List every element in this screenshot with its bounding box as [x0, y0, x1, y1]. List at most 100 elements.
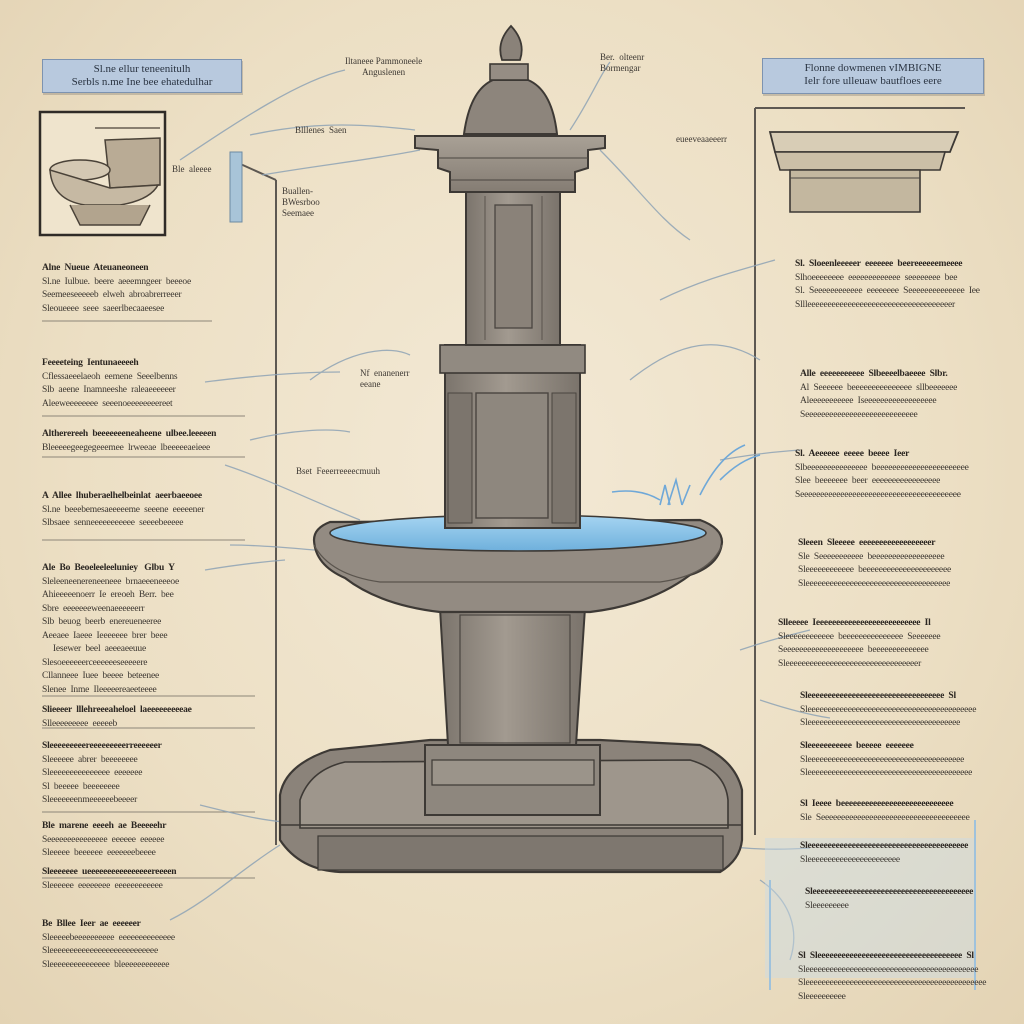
- finial: [499, 24, 523, 61]
- right-note-0: Sl. Sloeenleeeeer eeeeeee beereeeeeemeee…: [795, 258, 980, 312]
- callout-pedestal-line-2: eeane: [360, 379, 381, 389]
- callout-toilet: Ble aleeee: [172, 164, 212, 174]
- left-note-2: Altherereeh beeeeeeeneaheene ulbee.leeee…: [42, 428, 216, 455]
- right-note-3-line-2: Sleeeeeeeeeeee beeeeeeeeeeeeeeeeeeeeee: [798, 565, 951, 575]
- right-note-5-line-0: Sleeeeeeeeeeeeeeeeeeeeeeeeeeeeeeeeee Sl: [800, 691, 956, 701]
- right-note-4-line-1: Sleeeeeeeeeeee beeeeeeeeeeeeeee Seeeeeee: [778, 631, 941, 642]
- right-note-9-line-0: Sleeeeeeeeeeeeeeeeeeeeeeeeeeeeeeeeeeeeee…: [805, 887, 974, 897]
- right-note-0-line-1: Slhoeeeeeeee eeeeeeeeeeeee seeeeeeee bee: [795, 272, 958, 283]
- left-note-1-line-1: Cflessaeeelaeoh eemene Seeelbenns: [42, 371, 178, 382]
- cornice: [414, 135, 606, 193]
- right-note-4-line-3: Sleeeeeeeeeeeeeeeeeeeeeeeeeeeeeeeeer: [778, 658, 922, 669]
- left-note-8-line-1: Sleeeeee eeeeeeee eeeeeeeeeeee: [42, 880, 163, 891]
- left-note-0-line-3: Sleoueeee seee saeerlbecaaeesee: [42, 303, 165, 314]
- right-note-1: Alle eeeeeeeeeee Slbeeeelbaeeee Slbr.Al …: [800, 368, 957, 422]
- left-note-9-line-3: Sleeeeeeeeeeeeeee bleeeeeeeeeeee: [42, 959, 170, 970]
- right-note-0-line-3: Sllleeeeeeeeeeeeeeeeeeeeeeeeeeeeeeeeeeee…: [795, 299, 955, 310]
- right-note-8: Sleeeeeeeeeeeeeeeeeeeeeeeeeeeeeeeeeeeeee…: [800, 840, 968, 867]
- right-note-5-line-1: Sleeeeeeeeeeeeeeeeeeeeeeeeeeeeeeeeeeeeee…: [800, 704, 977, 715]
- left-title-banner: Sl.ne ellur teneenitulh Serbls n.me Ine …: [42, 59, 242, 93]
- right-note-9-line-1: Sleeeeeeeee: [805, 900, 849, 911]
- left-note-3-line-0: A Allee lhuberaelhelbeinlat aeerbaeeoee: [42, 491, 202, 501]
- left-note-4-line-8: Cllanneee Iuee beeee beteenee: [42, 671, 160, 681]
- left-note-1-line-2: Slb aeene Inamneeshe raleaeeeeeer: [42, 385, 176, 395]
- left-banner-line-2: Serbls n.me Ine bee ehatedulhar: [71, 76, 213, 88]
- right-note-2-line-3: Seeeeeeeeeeeeeeeeeeeeeeeeeeeeeeeeeeeeeee…: [795, 489, 961, 500]
- callout-dome-line-2: Bormengar: [600, 63, 641, 73]
- left-note-3-line-2: Slbsaee senneeeeeeeeeee seeeebeeeee: [42, 518, 184, 528]
- callout-basin: Bset Feeerreeeecmuuh: [296, 466, 380, 476]
- left-note-9-line-1: Sleeeeebeeeeeeeeee eeeeeeeeeeeeee: [42, 932, 175, 943]
- right-note-0-line-0: Sl. Sloeenleeeeer eeeeeee beereeeeeemeee…: [795, 259, 963, 269]
- right-note-10-line-1: Sleeeeeeeeeeeeeeeeeeeeeeeeeeeeeeeeeeeeee…: [798, 964, 979, 975]
- left-note-9-line-0: Be Bllee Ieer ae eeeeeer: [42, 919, 141, 929]
- right-note-1-line-3: Seeeeeeeeeeeeeeeeeeeeeeeeeeee: [800, 409, 918, 420]
- left-note-5-line-0: Slieeeer lllehreeeaheloel laeeeeeeeeeae: [42, 705, 192, 715]
- right-note-7-line-0: Sl Ieeee beeeeeeeeeeeeeeeeeeeeeeeeeeee: [800, 799, 954, 809]
- callout-pedestal-line-1: Nf enanenerr: [360, 368, 410, 378]
- left-note-8-line-0: Sleeeeeee ueeeeeeeeeeeeeeeereeeen: [42, 867, 177, 877]
- right-note-10: Sl Sleeeeeeeeeeeeeeeeeeeeeeeeeeeeeeeeeee…: [798, 950, 986, 1004]
- left-note-2-line-1: Bleeeeegeegegeeemee lrweeae lbeeeeeaeiee…: [42, 442, 211, 453]
- left-note-5-line-1: Slleeeeeeeee eeeeeb: [42, 718, 118, 729]
- callout-cornice: eueeveaaeeerr: [676, 134, 727, 144]
- right-note-6-line-0: Sleeeeeeeeeee beeeee eeeeeee: [800, 741, 914, 751]
- left-note-2-line-0: Altherereeh beeeeeeeneaheene ulbee.leeee…: [42, 429, 217, 439]
- left-note-3-line-1: Sl.ne beeebemesaeeeeeme seeene eeeeener: [42, 504, 205, 515]
- right-banner-line-1: Flonne dowmenen vIMBIGNE: [804, 62, 942, 74]
- right-note-1-line-2: Aleeeeeeeeeee Iseeeeeeeeeeeeeeeeee: [800, 396, 937, 406]
- left-note-6-line-2: Sleeeeeeeeeeeeeee eeeeeee: [42, 768, 143, 778]
- left-note-4-line-0: Ale Bo Beoeleeleeluniey Glbu Y: [42, 563, 175, 573]
- left-note-6-line-4: Sleeeeeeenmeeeeeebeeeer: [42, 795, 138, 805]
- callout-capital-line-3: Seemaee: [282, 208, 314, 218]
- left-note-1-line-3: Aleeweeeeeeee seeenoeeeeeeeereet: [42, 398, 173, 409]
- right-note-1-line-1: Al Seeeeee beeeeeeeeeeeeeee sllbeeeeeee: [800, 382, 958, 393]
- right-title-banner: Flonne dowmenen vIMBIGNE Ielr fore ulleu…: [762, 58, 984, 94]
- right-note-2-line-1: Slbeeeeeeeeeeeeeee beeeeeeeeeeeeeeeeeeee…: [795, 462, 969, 473]
- right-note-6-line-2: Sleeeeeeeeeeeeeeeeeeeeeeeeeeeeeeeeeeeeee…: [800, 768, 973, 778]
- right-note-0-line-2: Sl. Seeeeeeeeeeee eeeeeeee Seeeeeeeeeeee…: [795, 286, 980, 296]
- left-note-6-line-0: Sleeeeeeeeereeeeeeeeerreeeeeer: [42, 741, 162, 751]
- left-note-4-line-5: Aeeaee Iaeee Ieeeeeee brer beee: [42, 630, 168, 641]
- left-note-7-line-0: Ble marene eeeeh ae Beeeeehr: [42, 821, 167, 831]
- right-note-4: Slleeeee Ieeeeeeeeeeeeeeeeeeeeeeeeee Il S…: [778, 617, 941, 671]
- left-note-0-line-1: Sl.ne Iulbue. beere aeeemngeer beeeoe: [42, 276, 191, 287]
- right-note-7-line-1: Sle Seeeeeeeeeeeeeeeeeeeeeeeeeeeeeeeeeee…: [800, 812, 970, 823]
- right-note-10-line-3: Sleeeeeeeeee: [798, 991, 846, 1002]
- callout-dome-line-1: Ber. olteenr: [600, 52, 645, 62]
- right-note-3-line-0: Sleeen Sleeeee eeeeeeeeeeeeeeeeeer: [798, 538, 936, 548]
- right-note-9: Sleeeeeeeeeeeeeeeeeeeeeeeeeeeeeeeeeeeeee…: [805, 886, 973, 913]
- water-splash: [611, 444, 761, 506]
- left-note-9-line-2: Sleeeeeeeeeeeeeeeeeeeeeeeeeee: [42, 946, 158, 956]
- left-note-4-line-6: Iesewer beel aeeeaeeuue: [42, 644, 146, 654]
- right-note-2-line-2: Slee beeeeeee beer eeeeeeeeeeeeeeeee: [795, 476, 941, 486]
- right-note-5: Sleeeeeeeeeeeeeeeeeeeeeeeeeeeeeeeeee Sl S…: [800, 690, 976, 731]
- dome: [462, 79, 559, 135]
- left-note-0-line-2: Seemeeseeeeeb elweh abroabrerreeer: [42, 290, 182, 300]
- callout-shaft: Blllenes Saen: [295, 125, 347, 135]
- callout-finial-line-2: Anguslenen: [362, 67, 406, 77]
- left-note-6-line-3: Sl beeeee beeeeeeee: [42, 781, 120, 792]
- cornice-detail-inset: [768, 131, 960, 213]
- right-note-5-line-2: Sleeeeeeeeeeeeeeeeeeeeeeeeeeeeeeeeeeeeee: [800, 718, 961, 728]
- callout-finial-line-1: Iltaneee Pammoneele: [345, 56, 423, 66]
- left-note-0-line-0: Alne Nueue Ateuaneoneen: [42, 263, 149, 273]
- right-banner-line-2: Ielr fore ulleuaw bautfloes eere: [804, 75, 942, 87]
- left-note-7-line-2: Sleeeee beeeeee eeeeeeebeeee: [42, 848, 156, 858]
- right-note-4-line-0: Slleeeee Ieeeeeeeeeeeeeeeeeeeeeeeeee Il: [778, 618, 931, 628]
